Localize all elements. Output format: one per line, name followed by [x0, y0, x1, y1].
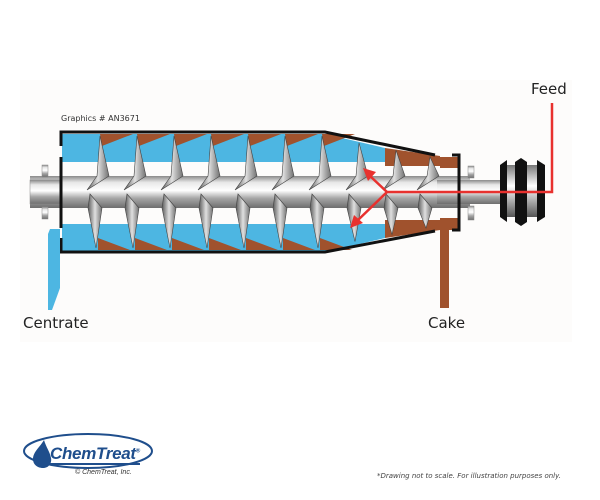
feed-label: Feed: [531, 80, 567, 98]
centrate-label: Centrate: [23, 314, 89, 332]
brand-text: ChemTreat: [50, 444, 136, 463]
scroll-flight-lower: [198, 193, 214, 249]
scroll-flight-upper: [86, 135, 110, 191]
shaft-stub-left: [29, 179, 61, 205]
shaft-pin-left-bottom: [41, 206, 49, 220]
shaft-pin-right-top: [467, 165, 475, 179]
scroll-flight-lower: [417, 193, 433, 229]
scroll-flight-lower: [383, 193, 399, 236]
solids-layer: [135, 238, 167, 250]
scroll-flight-lower: [124, 193, 140, 249]
scroll-flight-upper: [382, 150, 406, 191]
centrate-outlet: [48, 229, 60, 310]
chemtreat-logo-icon: [23, 433, 153, 469]
solids-layer: [209, 238, 241, 250]
scroll-flight-lower: [272, 193, 288, 249]
shaft-pin-right-bottom: [467, 205, 475, 221]
registered-mark: ®: [135, 448, 140, 455]
solids-layer: [246, 238, 278, 250]
solids-layer: [137, 134, 170, 146]
shaft-pin-left-top: [41, 164, 49, 178]
scroll-flight-lower: [309, 193, 325, 249]
disclaimer: *Drawing not to scale. For illustration …: [377, 472, 561, 480]
solids-discharge-bottom: [440, 218, 458, 230]
bowl-outline: [59, 130, 461, 254]
cake-outlet: [440, 230, 449, 308]
solids-layer: [172, 238, 204, 250]
solids-bottom: [98, 238, 352, 250]
scroll-flight-upper: [160, 135, 184, 191]
scroll-flight-upper: [308, 135, 332, 191]
feed-pipe: [356, 103, 554, 222]
scroll-flight-upper: [271, 135, 295, 191]
solids-discharge-top: [440, 157, 458, 168]
solids-layer: [174, 134, 207, 146]
graphics-code: Graphics # AN3671: [61, 114, 140, 123]
cake-label: Cake: [428, 314, 466, 332]
solids-layer: [285, 134, 318, 146]
solids-layer: [211, 134, 244, 146]
solids-layer: [248, 134, 281, 146]
scroll-flight-lower: [235, 193, 251, 249]
copyright: © ChemTreat, Inc.: [75, 469, 132, 476]
scroll-flight-upper: [416, 155, 440, 191]
solids-layer: [283, 238, 315, 250]
solids-layer: [100, 134, 133, 146]
scroll-flight-upper: [197, 135, 221, 191]
scroll-flight-lower: [161, 193, 177, 249]
scroll-conveyor: [86, 135, 440, 249]
scroll-flight-upper: [123, 135, 147, 191]
scroll-flight-upper: [234, 135, 258, 191]
scroll-flight-upper: [345, 142, 369, 191]
solids-layer: [98, 238, 130, 250]
diagram-background: [20, 80, 572, 342]
brand-name: ChemTreat®: [50, 444, 140, 464]
scroll-flight-lower: [87, 193, 103, 249]
solids-top: [100, 134, 355, 146]
feed-arrow-up-icon: [363, 168, 376, 181]
feed-arrow-down-icon: [350, 215, 363, 228]
